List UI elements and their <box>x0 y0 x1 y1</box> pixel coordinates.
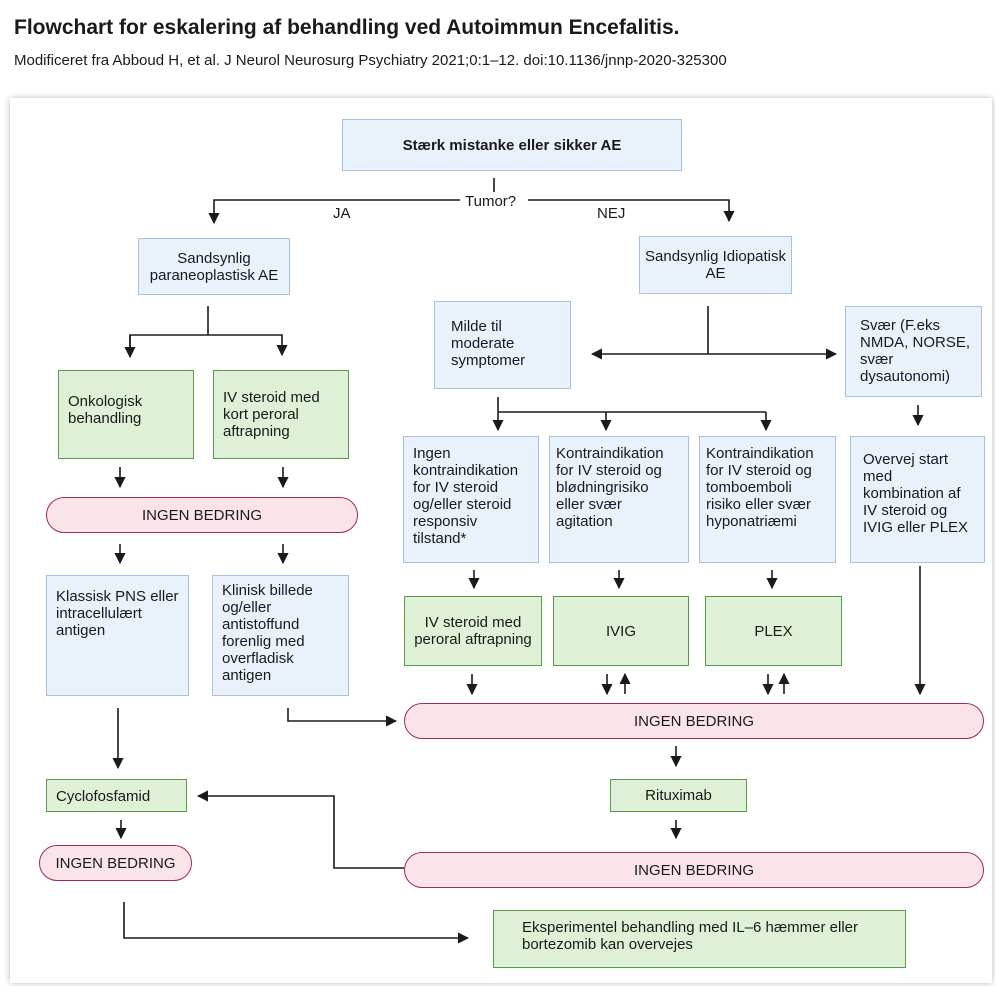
connector <box>287 708 398 727</box>
contraindication-ivig-label: Kontraindikation for IV steroid og blødn… <box>556 445 664 530</box>
contraindication-ivig-box: Kontraindikation for IV steroid og blødn… <box>549 436 689 563</box>
consider-combination-label: Overvej start med kombination af IV ster… <box>863 451 969 536</box>
connector-nej <box>528 199 735 223</box>
ivig-label: IVIG <box>605 622 636 640</box>
no-improvement-mid: INGEN BEDRING <box>404 703 984 739</box>
page-title: Flowchart for eskalering af behandling v… <box>14 16 680 39</box>
contraindication-plex-box: Kontraindikation for IV steroid og tombo… <box>699 436 836 563</box>
no-contraindication-label: Ingen kontraindikation for IV steroid og… <box>413 445 519 547</box>
iv-steroid-peroral-label: IV steroid med peroral aftrapning <box>414 614 532 648</box>
connector-ja <box>208 199 460 225</box>
experimental-treatment-label: Eksperimentel behandling med IL–6 hæmmer… <box>522 919 859 953</box>
ivig-box: IVIG <box>553 596 689 666</box>
branch-label-nej: NEJ <box>597 205 626 222</box>
no-improvement-right: INGEN BEDRING <box>404 852 984 888</box>
classic-pns-label: Klassisk PNS eller intracellulært antige… <box>56 588 179 639</box>
idiopathic-box: Sandsynlig Idiopatisk AE <box>639 236 792 294</box>
surface-antigen-box: Klinisk billede og/eller antistoffund fo… <box>212 575 349 696</box>
no-improvement-mid-label: INGEN BEDRING <box>633 712 754 730</box>
plex-box: PLEX <box>705 596 842 666</box>
no-improvement-right-label: INGEN BEDRING <box>633 861 754 879</box>
severe-label: Svær (F.eks NMDA, NORSE, svær dysautonom… <box>860 317 971 385</box>
oncology-treatment-label: Onkologisk behandling <box>68 393 143 427</box>
rituximab-box: Rituximab <box>610 779 747 812</box>
idiopathic-label: Sandsynlig Idiopatisk AE <box>645 248 786 282</box>
paraneoplastic-label: Sandsynlig paraneoplastisk AE <box>149 249 279 284</box>
no-improvement-left: INGEN BEDRING <box>46 497 358 533</box>
cyclophosphamide-box: Cyclofosfamid <box>46 779 187 812</box>
no-improvement-left-label: INGEN BEDRING <box>141 506 262 524</box>
iv-steroid-short-taper-box: IV steroid med kort peroral aftrapning <box>213 370 349 459</box>
contraindication-plex-label: Kontraindikation for IV steroid og tombo… <box>706 445 814 530</box>
cyclophosphamide-label: Cyclofosfamid <box>56 788 151 805</box>
no-contraindication-box: Ingen kontraindikation for IV steroid og… <box>403 436 539 563</box>
mild-moderate-box: Milde til moderate symptomer <box>434 301 571 389</box>
oncology-treatment-box: Onkologisk behandling <box>58 370 194 459</box>
tumor-question: Tumor? <box>465 193 517 210</box>
iv-steroid-peroral-box: IV steroid med peroral aftrapning <box>404 596 542 666</box>
experimental-treatment-box: Eksperimentel behandling med IL–6 hæmmer… <box>493 910 906 968</box>
start-box: Stærk mistanke eller sikker AE <box>342 119 682 171</box>
no-improvement-cyclo-label: INGEN BEDRING <box>55 854 176 872</box>
consider-combination-box: Overvej start med kombination af IV ster… <box>850 436 985 563</box>
mild-moderate-label: Milde til moderate symptomer <box>451 318 526 369</box>
classic-pns-box: Klassisk PNS eller intracellulært antige… <box>46 575 189 696</box>
surface-antigen-label: Klinisk billede og/eller antistoffund fo… <box>222 582 313 684</box>
connector <box>123 902 470 944</box>
page-subtitle: Modificeret fra Abboud H, et al. J Neuro… <box>14 52 727 69</box>
rituximab-label: Rituximab <box>645 787 712 804</box>
paraneoplastic-box: Sandsynlig paraneoplastisk AE <box>138 238 290 295</box>
start-label: Stærk mistanke eller sikker AE <box>402 136 622 154</box>
iv-steroid-short-taper-label: IV steroid med kort peroral aftrapning <box>223 389 320 440</box>
connector <box>129 334 288 357</box>
connector <box>196 790 404 869</box>
severe-box: Svær (F.eks NMDA, NORSE, svær dysautonom… <box>845 306 982 397</box>
plex-label: PLEX <box>754 622 793 640</box>
no-improvement-cyclo: INGEN BEDRING <box>39 845 192 881</box>
branch-label-ja: JA <box>333 205 351 222</box>
